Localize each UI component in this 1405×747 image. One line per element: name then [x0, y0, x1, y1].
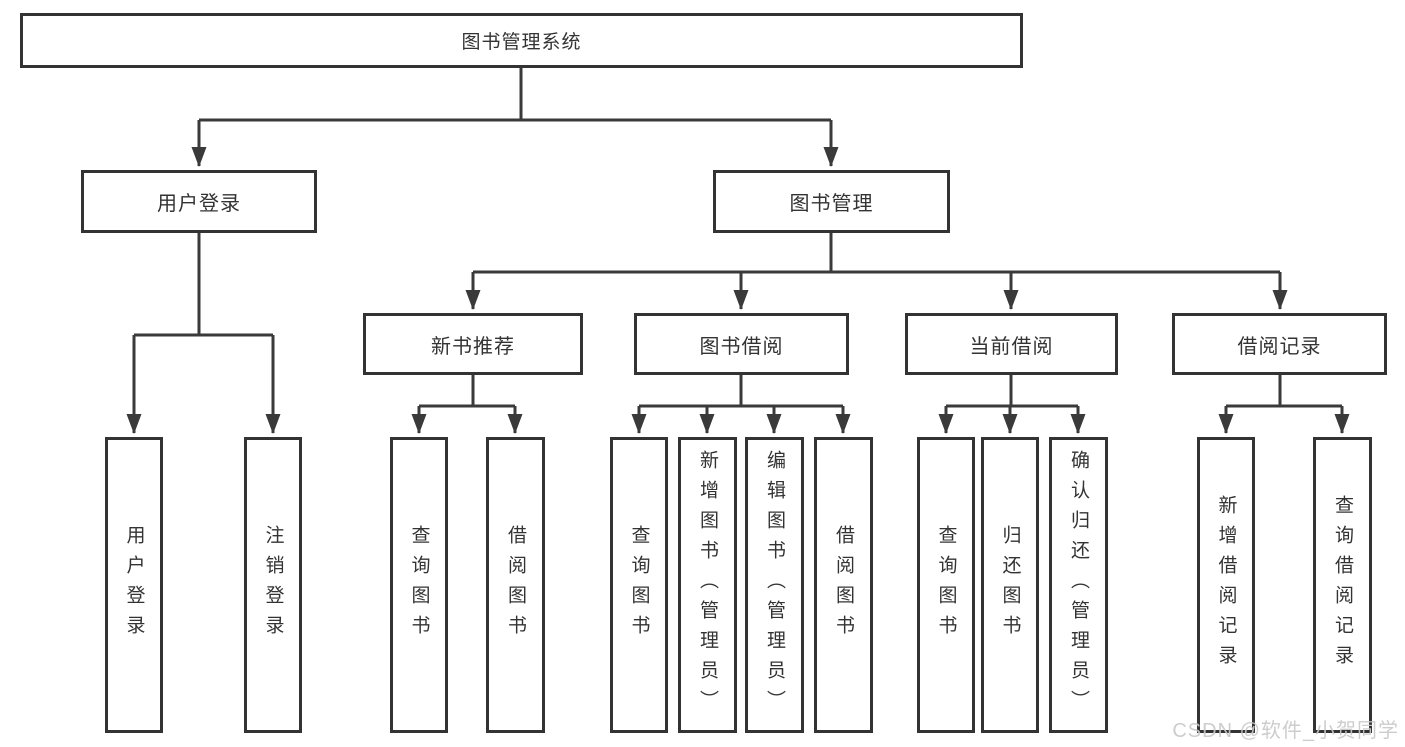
leaf-borrow-edit-books-admin-label: 编辑图书（管理员） — [764, 450, 785, 720]
csdn-watermark: CSDN @软件_小贺同学 — [1172, 720, 1399, 742]
leaf-borrow-query-books: 查询图书 — [610, 437, 668, 733]
connector-root-branch — [199, 68, 831, 122]
node-book-borrow: 图书借阅 — [634, 313, 849, 375]
leaf-recommend-query-books: 查询图书 — [390, 437, 448, 733]
leaf-borrow-borrow-books-label: 借阅图书 — [833, 525, 854, 645]
leaf-records-query-record: 查询借阅记录 — [1313, 437, 1372, 733]
node-root-library-management-system: 图书管理系统 — [20, 13, 1023, 68]
leaf-user-login-label: 用户登录 — [123, 525, 145, 645]
node-borrow-records: 借阅记录 — [1172, 313, 1387, 375]
connector-borrow-branch — [639, 375, 843, 408]
connector-current-branch — [946, 375, 1078, 408]
leaf-records-add-record-label: 新增借阅记录 — [1215, 495, 1237, 675]
leaf-borrow-edit-books-admin: 编辑图书（管理员） — [745, 437, 804, 733]
node-book-management: 图书管理 — [713, 170, 950, 233]
leaf-current-query-books: 查询图书 — [917, 437, 975, 733]
node-user-login: 用户登录 — [81, 170, 317, 233]
leaf-recommend-query-books-label: 查询图书 — [408, 525, 430, 645]
leaf-current-return-books-label: 归还图书 — [999, 525, 1021, 645]
leaf-recommend-borrow-books: 借阅图书 — [486, 437, 545, 733]
node-current-borrow: 当前借阅 — [905, 313, 1118, 375]
leaf-logout: 注销登录 — [244, 437, 302, 733]
connector-records-branch — [1226, 375, 1342, 408]
leaf-records-query-record-label: 查询借阅记录 — [1332, 495, 1353, 675]
leaf-recommend-borrow-books-label: 借阅图书 — [505, 525, 526, 645]
leaf-current-return-books: 归还图书 — [981, 437, 1039, 733]
leaf-current-confirm-return-admin-label: 确认归还（管理员） — [1068, 450, 1089, 720]
leaf-borrow-query-books-label: 查询图书 — [628, 525, 650, 645]
leaf-user-login: 用户登录 — [105, 437, 163, 733]
leaf-borrow-add-books-admin: 新增图书（管理员） — [678, 437, 737, 733]
connector-user-branch — [134, 233, 273, 337]
leaf-borrow-add-books-admin-label: 新增图书（管理员） — [697, 450, 718, 720]
connector-management-branch — [473, 233, 1280, 274]
node-new-book-recommend: 新书推荐 — [363, 313, 583, 375]
leaf-logout-label: 注销登录 — [262, 525, 284, 645]
leaf-current-query-books-label: 查询图书 — [935, 525, 957, 645]
leaf-current-confirm-return-admin: 确认归还（管理员） — [1049, 437, 1108, 733]
leaf-records-add-record: 新增借阅记录 — [1197, 437, 1255, 733]
connector-recommend-branch — [419, 375, 515, 408]
leaf-borrow-borrow-books: 借阅图书 — [814, 437, 873, 733]
